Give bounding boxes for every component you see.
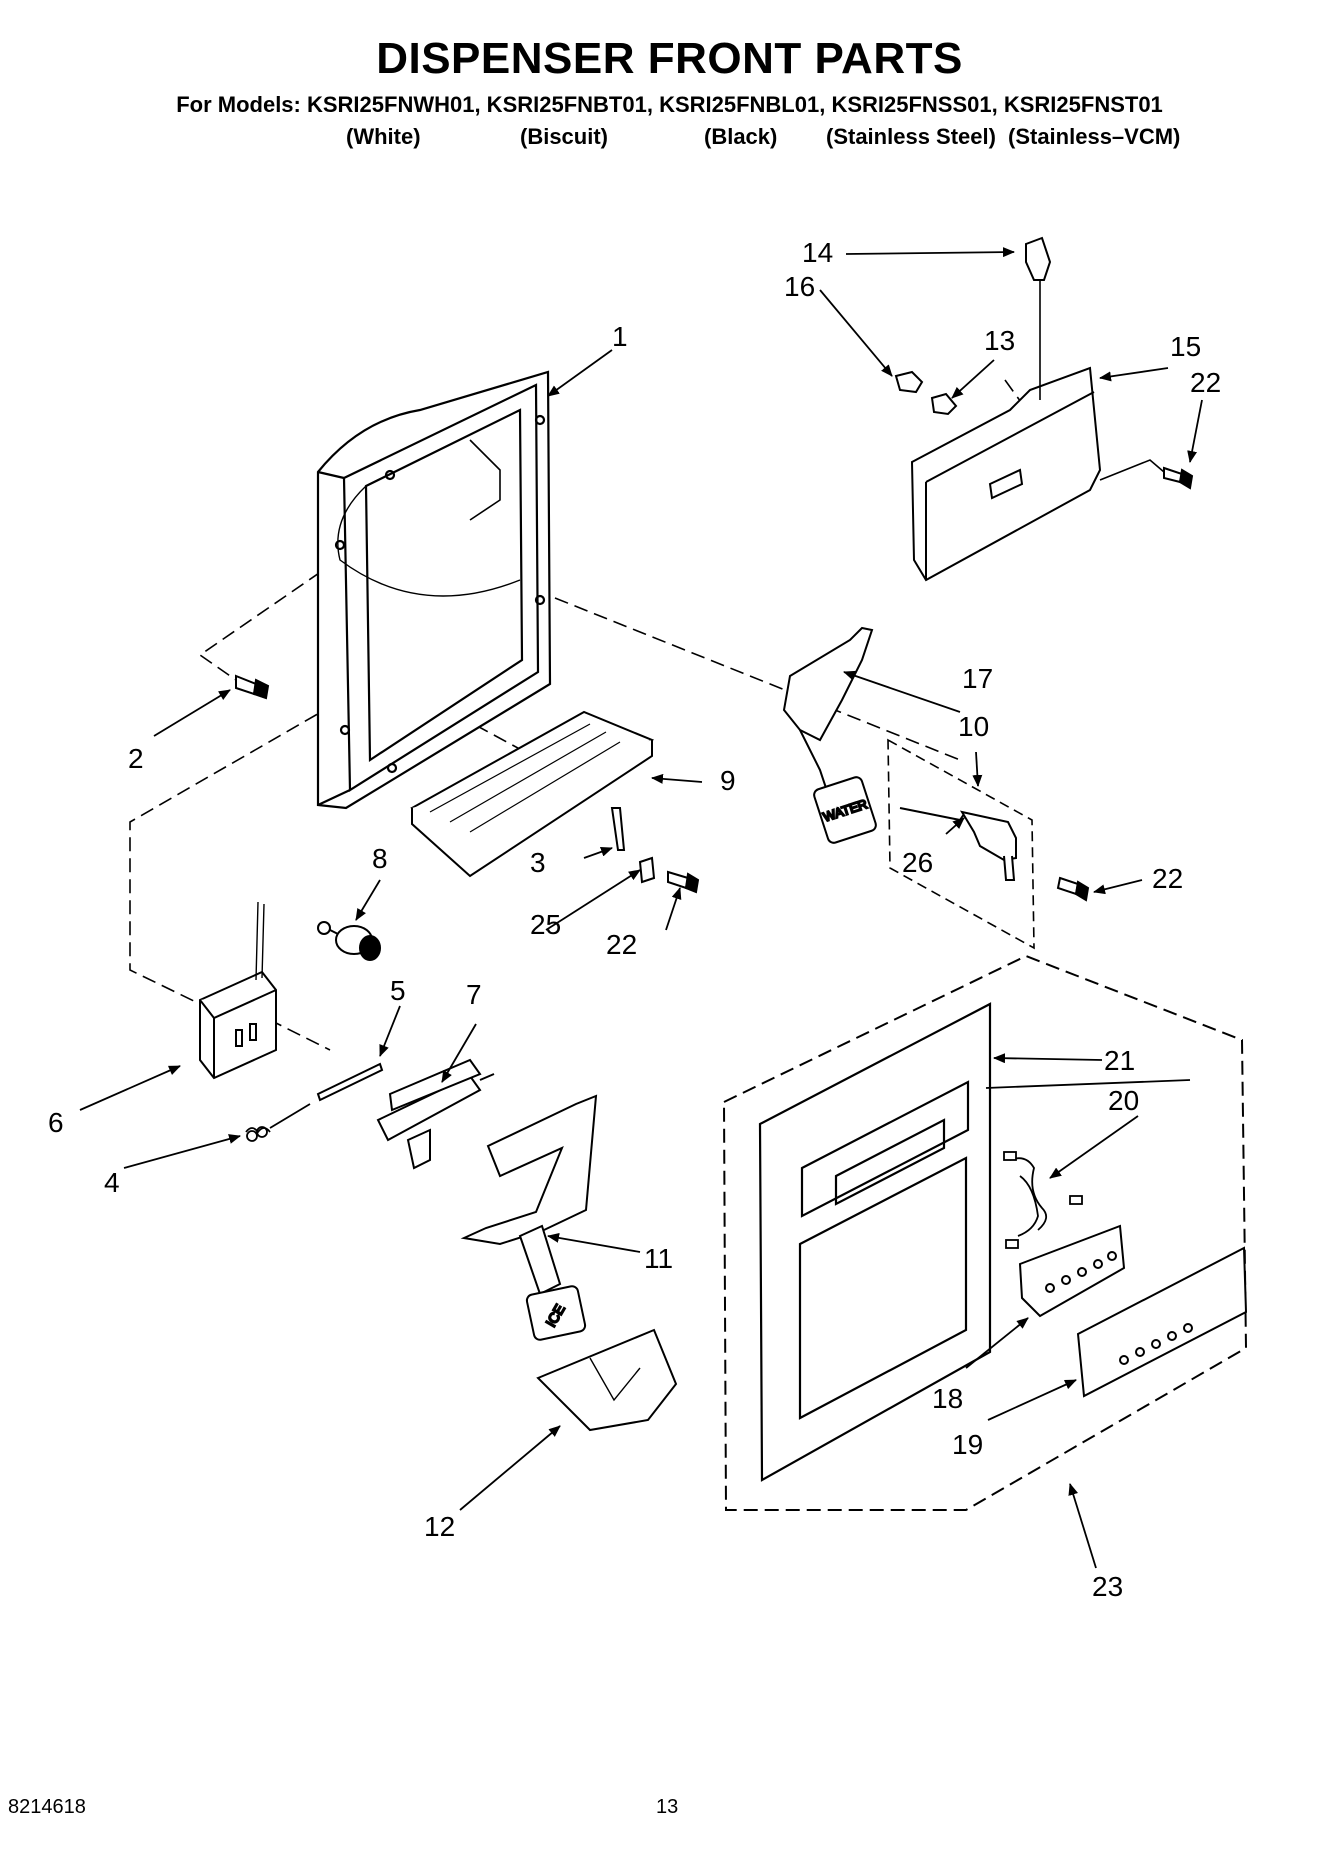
callout-18: 18: [932, 1383, 963, 1414]
variant-black: (Black): [704, 124, 778, 149]
part-18-control-board: [1018, 1224, 1126, 1318]
part-5-pin: [316, 1062, 384, 1102]
variant-white: (White): [346, 124, 421, 149]
part-15-guide: [1099, 459, 1165, 481]
callout-7: 7: [466, 979, 482, 1010]
part-14-switch: [1025, 236, 1052, 281]
page-title: DISPENSER FRONT PARTS: [376, 34, 963, 83]
part-21-front-panel: [758, 1002, 992, 1482]
callout-6: 6: [48, 1107, 64, 1138]
callout-1: 1: [612, 321, 628, 352]
document-number: 8214618: [8, 1796, 86, 1818]
part-15-bracket: [910, 366, 1102, 582]
part-22-screw-lower: [667, 870, 700, 894]
part-7-actuator: [376, 1058, 495, 1170]
callout-17: 17: [962, 663, 993, 694]
part-20-wire-harness: [1003, 1151, 1083, 1249]
part-19-overlay: [1076, 1246, 1248, 1398]
page-number: 13: [656, 1796, 679, 1818]
part-26-bracket: [899, 807, 1017, 881]
part-17-water-lever: WATER: [782, 626, 877, 844]
part-2-screw: [235, 674, 270, 700]
part-16-bulb: [894, 370, 924, 394]
part-3-spring-clip: [610, 807, 626, 851]
part-6-module: [199, 901, 277, 1080]
callout-11: 11: [644, 1243, 673, 1274]
variant-stainless-vcm: (Stainless–VCM): [1008, 124, 1181, 149]
part-23-kit-outline: [722, 954, 1248, 1511]
models-line: For Models: KSRI25FNWH01, KSRI25FNBT01, …: [176, 92, 1163, 117]
part-10-bracket-group: [887, 738, 1035, 950]
callout-19: 19: [952, 1429, 983, 1460]
part-1-dispenser-housing: [316, 370, 552, 810]
part-25-plate: [638, 856, 656, 884]
callout-13: 13: [984, 325, 1015, 356]
part-11-ice-lever: ICE: [460, 1094, 598, 1341]
part-4-spring: [245, 1103, 311, 1142]
part-8-solenoid: [317, 921, 381, 961]
callout-3: 3: [530, 847, 546, 878]
callout-8: 8: [372, 843, 388, 874]
callout-26: 26: [902, 847, 933, 878]
callout-5: 5: [390, 975, 406, 1006]
variant-stainless-steel: (Stainless Steel): [826, 124, 996, 149]
callout-22-lower: 22: [606, 929, 637, 960]
part-22-screw-top: [1163, 466, 1194, 490]
callout-20: 20: [1108, 1085, 1139, 1116]
callout-22-right: 22: [1152, 863, 1183, 894]
callout-21: 21: [1104, 1045, 1135, 1076]
callout-10: 10: [958, 711, 989, 742]
part-9-drip-tray: [410, 710, 655, 878]
callout-4: 4: [104, 1167, 120, 1198]
callout-16: 16: [784, 271, 815, 302]
callout-numbers: 1 2 3 4 5 6 7 8 9 10 11 12 13 14 15 16 1…: [48, 237, 1221, 1602]
callout-15: 15: [1170, 331, 1201, 362]
callout-25: 25: [530, 909, 561, 940]
callout-22-top: 22: [1190, 367, 1221, 398]
part-13-socket: [930, 392, 958, 416]
callout-9: 9: [720, 765, 736, 796]
callout-12: 12: [424, 1511, 455, 1542]
callout-14: 14: [802, 237, 833, 268]
callout-23: 23: [1092, 1571, 1123, 1602]
part-12-chute: [536, 1328, 678, 1432]
part-22-screw-right: [1056, 876, 1090, 902]
callout-2: 2: [128, 743, 144, 774]
leader-arrows: [79, 247, 1203, 1569]
variant-biscuit: (Biscuit): [520, 124, 608, 149]
